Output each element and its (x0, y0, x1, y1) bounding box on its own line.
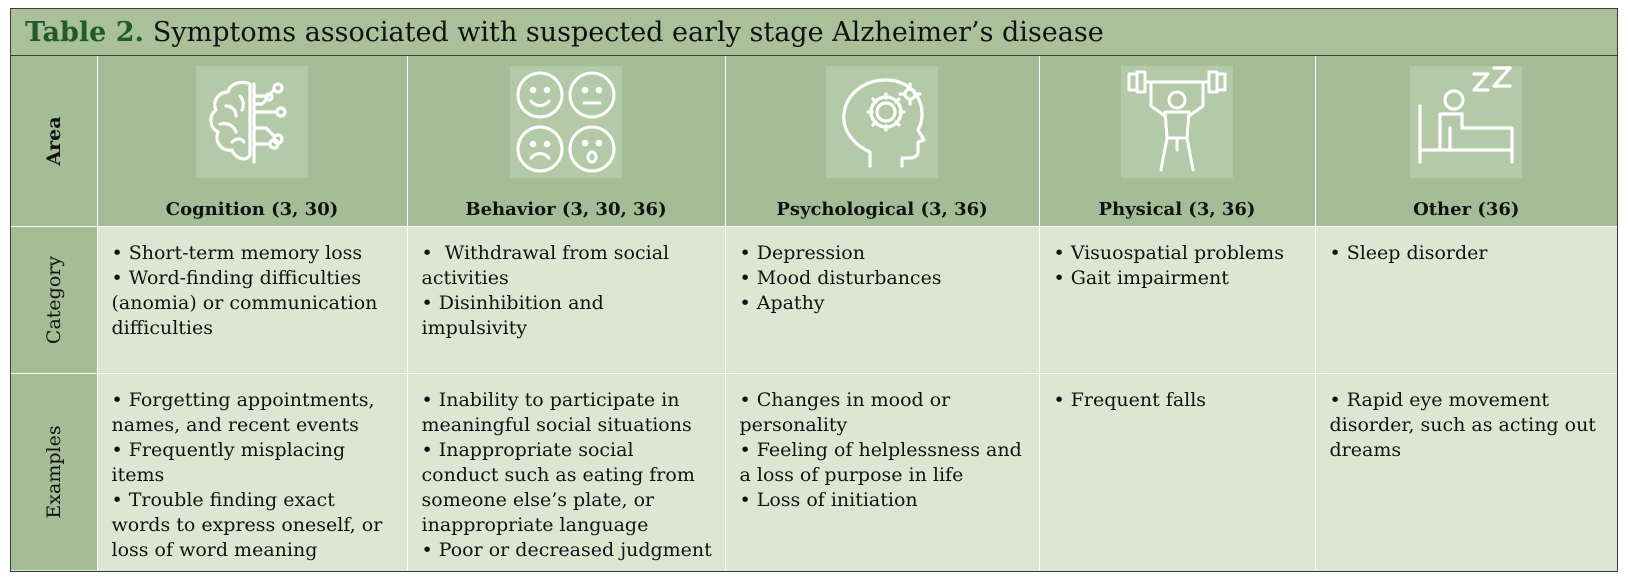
examples-cell-physical: •Frequent falls (1038, 373, 1316, 570)
area-cell-psychological: Psychological (3, 36) (724, 56, 1040, 227)
head-gear-icon (826, 66, 938, 178)
list-item: •Inappropriate social conduct such as ea… (421, 439, 695, 536)
list-item: •Visuospatial problems (1053, 242, 1284, 264)
examples-cell-cognition: •Forgetting appointments, names, and rec… (96, 373, 408, 570)
list-item: •Forgetting appointments, names, and rec… (111, 389, 375, 436)
area-cell-behavior: Behavior (3, 30, 36) (406, 56, 726, 227)
category-row: Category •Short-term memory loss •Word-f… (11, 226, 1617, 374)
symptoms-table: Area (11, 56, 1617, 570)
list-item: •Loss of initiation (739, 489, 918, 511)
list-item: •Frequent falls (1053, 389, 1207, 411)
table-title: Table 2. Symptoms associated with suspec… (11, 9, 1617, 56)
list-item: •Mood disturbances (739, 267, 942, 289)
list-item: •Word-finding difficulties (anomia) or c… (111, 267, 378, 339)
examples-cell-other: •Rapid eye movement disorder, such as ac… (1314, 373, 1617, 570)
category-cell-psychological: •Depression •Mood disturbances •Apathy (724, 226, 1040, 374)
list-item: •Sleep disorder (1329, 242, 1488, 264)
area-row: Area (11, 56, 1617, 227)
list-item: •Feeling of helplessness and a loss of p… (739, 439, 1022, 486)
list-item: •Frequently misplacing items (111, 439, 346, 486)
area-label-other: Other (36) (1413, 199, 1520, 220)
area-cell-other: Other (36) (1314, 56, 1617, 227)
list-item: •Inability to participate in meaningful … (421, 389, 692, 436)
brain-circuit-icon (196, 66, 308, 178)
row-label-examples-cell: Examples (11, 373, 98, 570)
examples-cell-psychological: •Changes in mood or personality •Feeling… (724, 373, 1040, 570)
list-item: •Rapid eye movement disorder, such as ac… (1329, 389, 1596, 461)
table-caption: Symptoms associated with suspected early… (152, 16, 1104, 48)
row-label-area-cell: Area (11, 56, 98, 227)
list-item: •Apathy (739, 292, 825, 314)
category-cell-physical: •Visuospatial problems •Gait impairment (1038, 226, 1316, 374)
list-item: •Short-term memory loss (111, 242, 363, 264)
category-cell-other: •Sleep disorder (1314, 226, 1617, 374)
row-label-category-cell: Category (11, 226, 98, 374)
row-label-examples: Examples (42, 425, 65, 519)
sleeping-bed-icon (1410, 66, 1523, 178)
area-label-physical: Physical (3, 36) (1098, 199, 1256, 220)
row-label-category: Category (42, 255, 65, 345)
category-cell-cognition: •Short-term memory loss •Word-finding di… (96, 226, 408, 374)
weightlifter-icon (1121, 66, 1233, 178)
table-number: Table 2. (25, 16, 144, 48)
area-cell-cognition: Cognition (3, 30) (96, 56, 408, 227)
area-cell-physical: Physical (3, 36) (1038, 56, 1316, 227)
row-label-area: Area (42, 116, 65, 166)
examples-row: Examples •Forgetting appointments, names… (11, 373, 1617, 570)
area-label-psychological: Psychological (3, 36) (776, 199, 988, 220)
symptoms-table-frame: Table 2. Symptoms associated with suspec… (10, 8, 1618, 572)
list-item: •Poor or decreased judgment (421, 539, 712, 561)
list-item: • Withdrawal from social activities (421, 242, 670, 289)
list-item: •Depression (739, 242, 865, 264)
area-label-behavior: Behavior (3, 30, 36) (465, 199, 667, 220)
list-item: •Disinhibition and impulsivity (421, 292, 604, 339)
examples-cell-behavior: •Inability to participate in meaningful … (406, 373, 726, 570)
area-label-cognition: Cognition (3, 30) (165, 199, 339, 220)
list-item: •Changes in mood or personality (739, 389, 951, 436)
emotion-faces-icon (510, 66, 622, 178)
list-item: •Gait impairment (1053, 267, 1229, 289)
category-cell-behavior: • Withdrawal from social activities •Dis… (406, 226, 726, 374)
list-item: •Trouble finding exact words to express … (111, 489, 383, 561)
